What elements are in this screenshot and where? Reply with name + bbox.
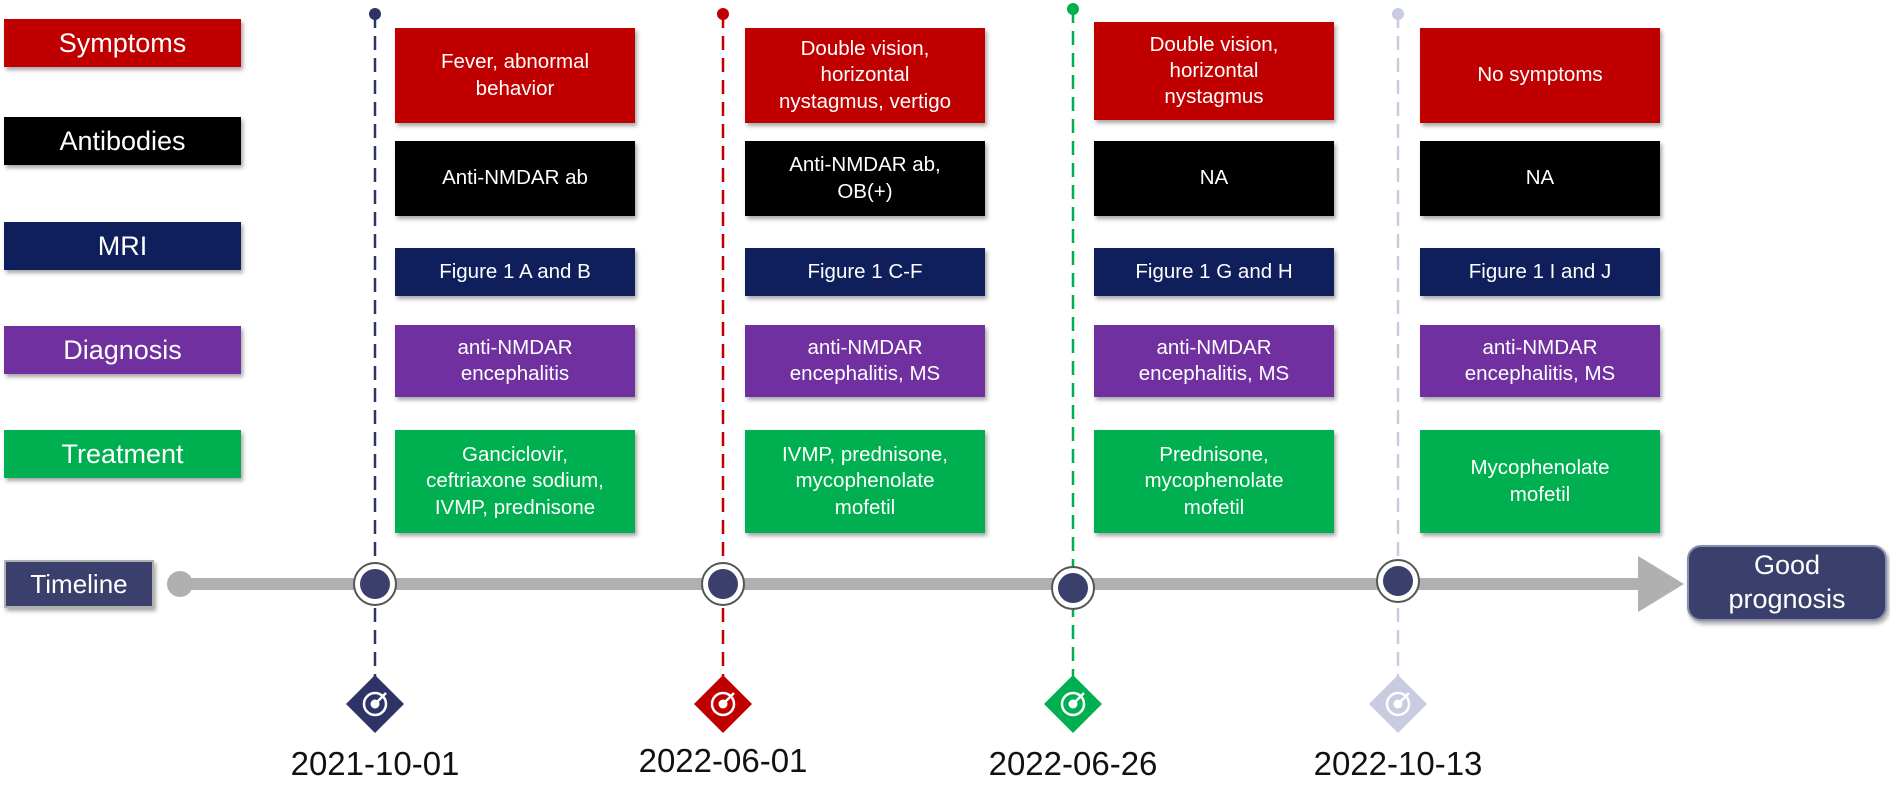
event-2-treatment: IVMP, prednisone, mycophenolate mofetil <box>745 430 985 533</box>
event-3-symptoms: Double vision, horizontal nystagmus <box>1094 22 1334 120</box>
event-date: 2022-06-26 <box>988 745 1158 782</box>
event-4-diagnosis: anti-NMDAR encephalitis, MS <box>1420 325 1660 397</box>
target-icon-ring <box>710 691 736 717</box>
event-4-top-dot <box>1392 8 1404 20</box>
row-label-symptoms: Symptoms <box>4 19 241 67</box>
event-date: 2021-10-01 <box>290 745 460 782</box>
target-icon-ring <box>1060 691 1086 717</box>
event-1-node <box>360 569 390 599</box>
target-icon-arrow <box>1072 692 1085 705</box>
event-3-node <box>1058 573 1088 603</box>
target-icon-arrow <box>374 692 387 705</box>
event-4-node <box>1383 566 1413 596</box>
event-date: 2022-06-01 <box>638 742 808 779</box>
event-2-node <box>708 569 738 599</box>
event-2-diagnosis: anti-NMDAR encephalitis, MS <box>745 325 985 397</box>
event-2-top-dot <box>717 8 729 20</box>
event-1-mri: Figure 1 A and B <box>395 248 635 296</box>
target-icon <box>694 675 752 733</box>
event-1-treatment: Ganciclovir, ceftriaxone sodium, IVMP, p… <box>395 430 635 533</box>
event-date: 2022-10-13 <box>1313 745 1483 782</box>
row-label-treatment: Treatment <box>4 430 241 478</box>
target-icon-arrow <box>1397 692 1410 705</box>
target-icon-ring <box>1385 691 1411 717</box>
event-2-antibodies: Anti-NMDAR ab, OB(+) <box>745 141 985 216</box>
event-2-symptoms: Double vision, horizontal nystagmus, ver… <box>745 28 985 123</box>
target-icon-ring <box>362 691 388 717</box>
event-3-mri: Figure 1 G and H <box>1094 248 1334 296</box>
event-4-mri: Figure 1 I and J <box>1420 248 1660 296</box>
event-4-treatment: Mycophenolate mofetil <box>1420 430 1660 533</box>
row-label-diagnosis: Diagnosis <box>4 326 241 374</box>
event-1-top-dot <box>369 8 381 20</box>
target-icon <box>1369 675 1427 733</box>
timeline-arrowhead <box>1638 556 1684 612</box>
event-4-antibodies: NA <box>1420 141 1660 216</box>
event-1-diagnosis: anti-NMDAR encephalitis <box>395 325 635 397</box>
event-4-symptoms: No symptoms <box>1420 28 1660 123</box>
target-icon <box>346 675 404 733</box>
outcome-box: Good prognosis <box>1687 545 1887 621</box>
timeline-label: Timeline <box>4 560 154 608</box>
event-3-treatment: Prednisone, mycophenolate mofetil <box>1094 430 1334 533</box>
event-3-top-dot <box>1067 3 1079 15</box>
row-label-mri: MRI <box>4 222 241 270</box>
event-2-mri: Figure 1 C-F <box>745 248 985 296</box>
target-icon <box>1044 675 1102 733</box>
target-icon-arrow <box>722 692 735 705</box>
event-1-antibodies: Anti-NMDAR ab <box>395 141 635 216</box>
event-3-diagnosis: anti-NMDAR encephalitis, MS <box>1094 325 1334 397</box>
timeline-axis <box>180 578 1645 590</box>
event-3-antibodies: NA <box>1094 141 1334 216</box>
row-label-antibodies: Antibodies <box>4 117 241 165</box>
event-1-symptoms: Fever, abnormal behavior <box>395 28 635 123</box>
